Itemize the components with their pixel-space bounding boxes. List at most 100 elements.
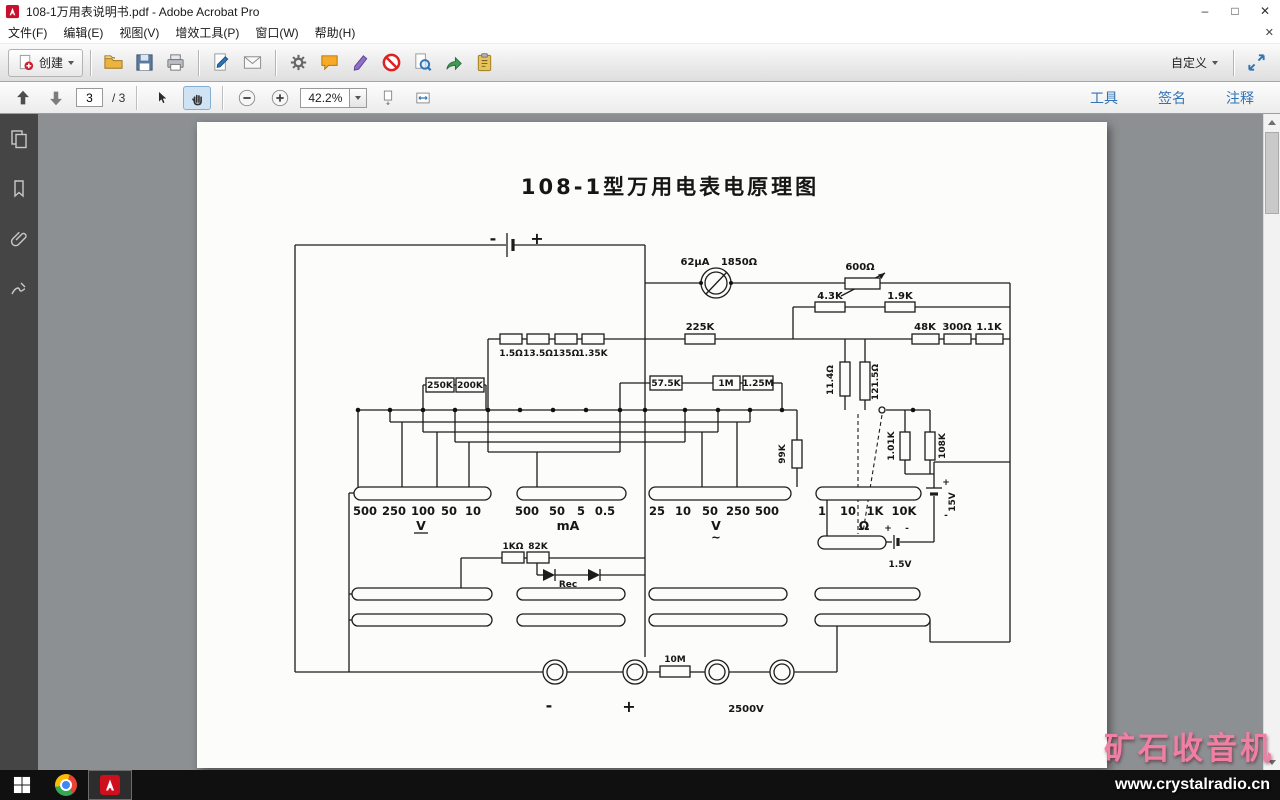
menu-item-plugins[interactable]: 增效工具(P)	[175, 26, 240, 40]
pdf-page-canvas[interactable]: 108-1型万用电表电原理图 - + 62μA 1850Ω 600Ω 4.3K …	[197, 122, 1107, 768]
range-value: 5	[577, 504, 585, 518]
scrollbar-thumb[interactable]	[1265, 132, 1279, 214]
resistor-label: 4.3K	[817, 291, 844, 302]
sign-panel-link[interactable]: 签名	[1158, 89, 1186, 106]
share-button[interactable]	[438, 49, 469, 77]
range-value: 10	[840, 504, 856, 518]
signatures-panel-button[interactable]	[6, 276, 32, 302]
acrobat-app-icon	[5, 4, 20, 18]
resistor-label: 135Ω	[553, 349, 580, 359]
menubar-close-icon[interactable]: ✕	[1264, 27, 1274, 39]
print-button[interactable]	[160, 49, 191, 77]
range-value: 500	[755, 504, 779, 518]
navigation-pane	[0, 114, 38, 770]
comment-button[interactable]	[314, 49, 345, 77]
rotary-switch-decks	[351, 486, 931, 627]
vertical-scrollbar[interactable]	[1263, 114, 1280, 770]
resistor-label: 1.5Ω	[499, 349, 523, 359]
zoom-out-button[interactable]	[234, 86, 260, 110]
menu-item-view[interactable]: 视图(V)	[119, 26, 160, 40]
chrome-icon	[55, 774, 77, 796]
settings-button[interactable]	[283, 49, 314, 77]
zoom-in-button[interactable]	[267, 86, 293, 110]
create-label: 创建	[39, 56, 64, 70]
scroll-down-button[interactable]	[1264, 754, 1280, 770]
menu-item-window[interactable]: 窗口(W)	[255, 26, 299, 40]
restrict-button[interactable]	[376, 49, 407, 77]
zoom-dropdown-button[interactable]	[349, 88, 367, 107]
save-button[interactable]	[129, 49, 160, 77]
zoom-level-value: 42.2%	[308, 90, 343, 105]
customize-button[interactable]: 自定义	[1163, 49, 1226, 77]
windows-logo-icon	[13, 776, 31, 794]
range-value: 100	[411, 504, 435, 518]
bookmarks-panel-button[interactable]	[6, 176, 32, 202]
range-unit-dcv: V	[416, 518, 426, 533]
terminal-minus-label: -	[546, 696, 553, 715]
resistor-label: 1.9K	[887, 291, 914, 302]
expand-view-button[interactable]	[1241, 49, 1272, 77]
search-document-button[interactable]	[407, 49, 438, 77]
toolbar-separator	[90, 49, 92, 76]
scroll-up-button[interactable]	[1264, 114, 1280, 130]
resistor-label: 600Ω	[845, 262, 875, 273]
pen-document-icon	[214, 53, 229, 71]
highlighter-pen-icon	[353, 55, 368, 71]
battery-plates	[511, 239, 938, 546]
page-number-input[interactable]	[76, 88, 103, 107]
zoom-level-combo[interactable]: 42.2%	[300, 87, 368, 108]
meter-current-label: 62μA	[680, 257, 709, 268]
range-unit-ohm: Ω	[859, 518, 870, 533]
diodes-and-dots	[355, 273, 916, 581]
previous-page-button[interactable]	[10, 86, 36, 110]
menu-item-file[interactable]: 文件(F)	[8, 26, 48, 40]
tools-panel-link[interactable]: 工具	[1090, 89, 1118, 106]
resistor-label: 300Ω	[942, 322, 972, 333]
comment-panel-link[interactable]: 注释	[1226, 89, 1254, 106]
printer-icon	[167, 54, 184, 71]
create-button[interactable]: 创建	[8, 48, 84, 77]
start-button[interactable]	[0, 770, 44, 800]
pages-panel-button[interactable]	[6, 126, 32, 152]
minus-circle-icon	[239, 89, 256, 106]
attachments-panel-button[interactable]	[6, 226, 32, 252]
navbar-right-group: 工具 签名 注释	[1090, 88, 1270, 108]
clipboard-button[interactable]	[469, 49, 500, 77]
maximize-button[interactable]: □	[1231, 4, 1239, 18]
menu-item-help[interactable]: 帮助(H)	[314, 26, 356, 40]
open-file-button[interactable]	[98, 49, 129, 77]
range-value: 500	[353, 504, 377, 518]
highlight-button[interactable]	[345, 49, 376, 77]
chrome-taskbar-button[interactable]	[44, 770, 88, 800]
hand-tool-button[interactable]	[183, 85, 212, 110]
minimize-button[interactable]: –	[1201, 4, 1209, 18]
close-button[interactable]: ✕	[1259, 4, 1271, 18]
range-value: 1K	[867, 504, 885, 518]
select-tool-button[interactable]	[148, 86, 176, 110]
resistor-label: 225K	[686, 322, 716, 333]
resistor-label: 1.1K	[976, 322, 1003, 333]
page-count-label: / 3	[112, 90, 126, 105]
email-button[interactable]	[237, 49, 268, 77]
resistor-label: 121.5Ω	[871, 364, 881, 400]
range-value: 0.5	[595, 504, 615, 518]
range-value: 10	[675, 504, 691, 518]
next-page-button[interactable]	[43, 86, 69, 110]
menu-item-edit[interactable]: 编辑(E)	[63, 26, 104, 40]
fit-width-button[interactable]	[409, 86, 437, 110]
acrobat-taskbar-button[interactable]	[88, 770, 132, 800]
battery-label: 15V	[948, 492, 958, 512]
resistor-label: 1KΩ	[503, 542, 524, 552]
range-value: 250	[726, 504, 750, 518]
create-icon	[19, 54, 34, 71]
range-value: 10	[465, 504, 481, 518]
gear-icon	[290, 54, 307, 71]
scroll-mode-button[interactable]	[374, 86, 402, 110]
envelope-icon	[243, 56, 262, 69]
watermark-url: www.crystalradio.cn	[1114, 776, 1270, 793]
scrolling-page-icon	[384, 90, 393, 105]
plus-circle-icon	[272, 89, 289, 106]
range-value: 50	[441, 504, 457, 518]
fill-sign-button[interactable]	[206, 49, 237, 77]
navbar-separator	[136, 85, 138, 110]
